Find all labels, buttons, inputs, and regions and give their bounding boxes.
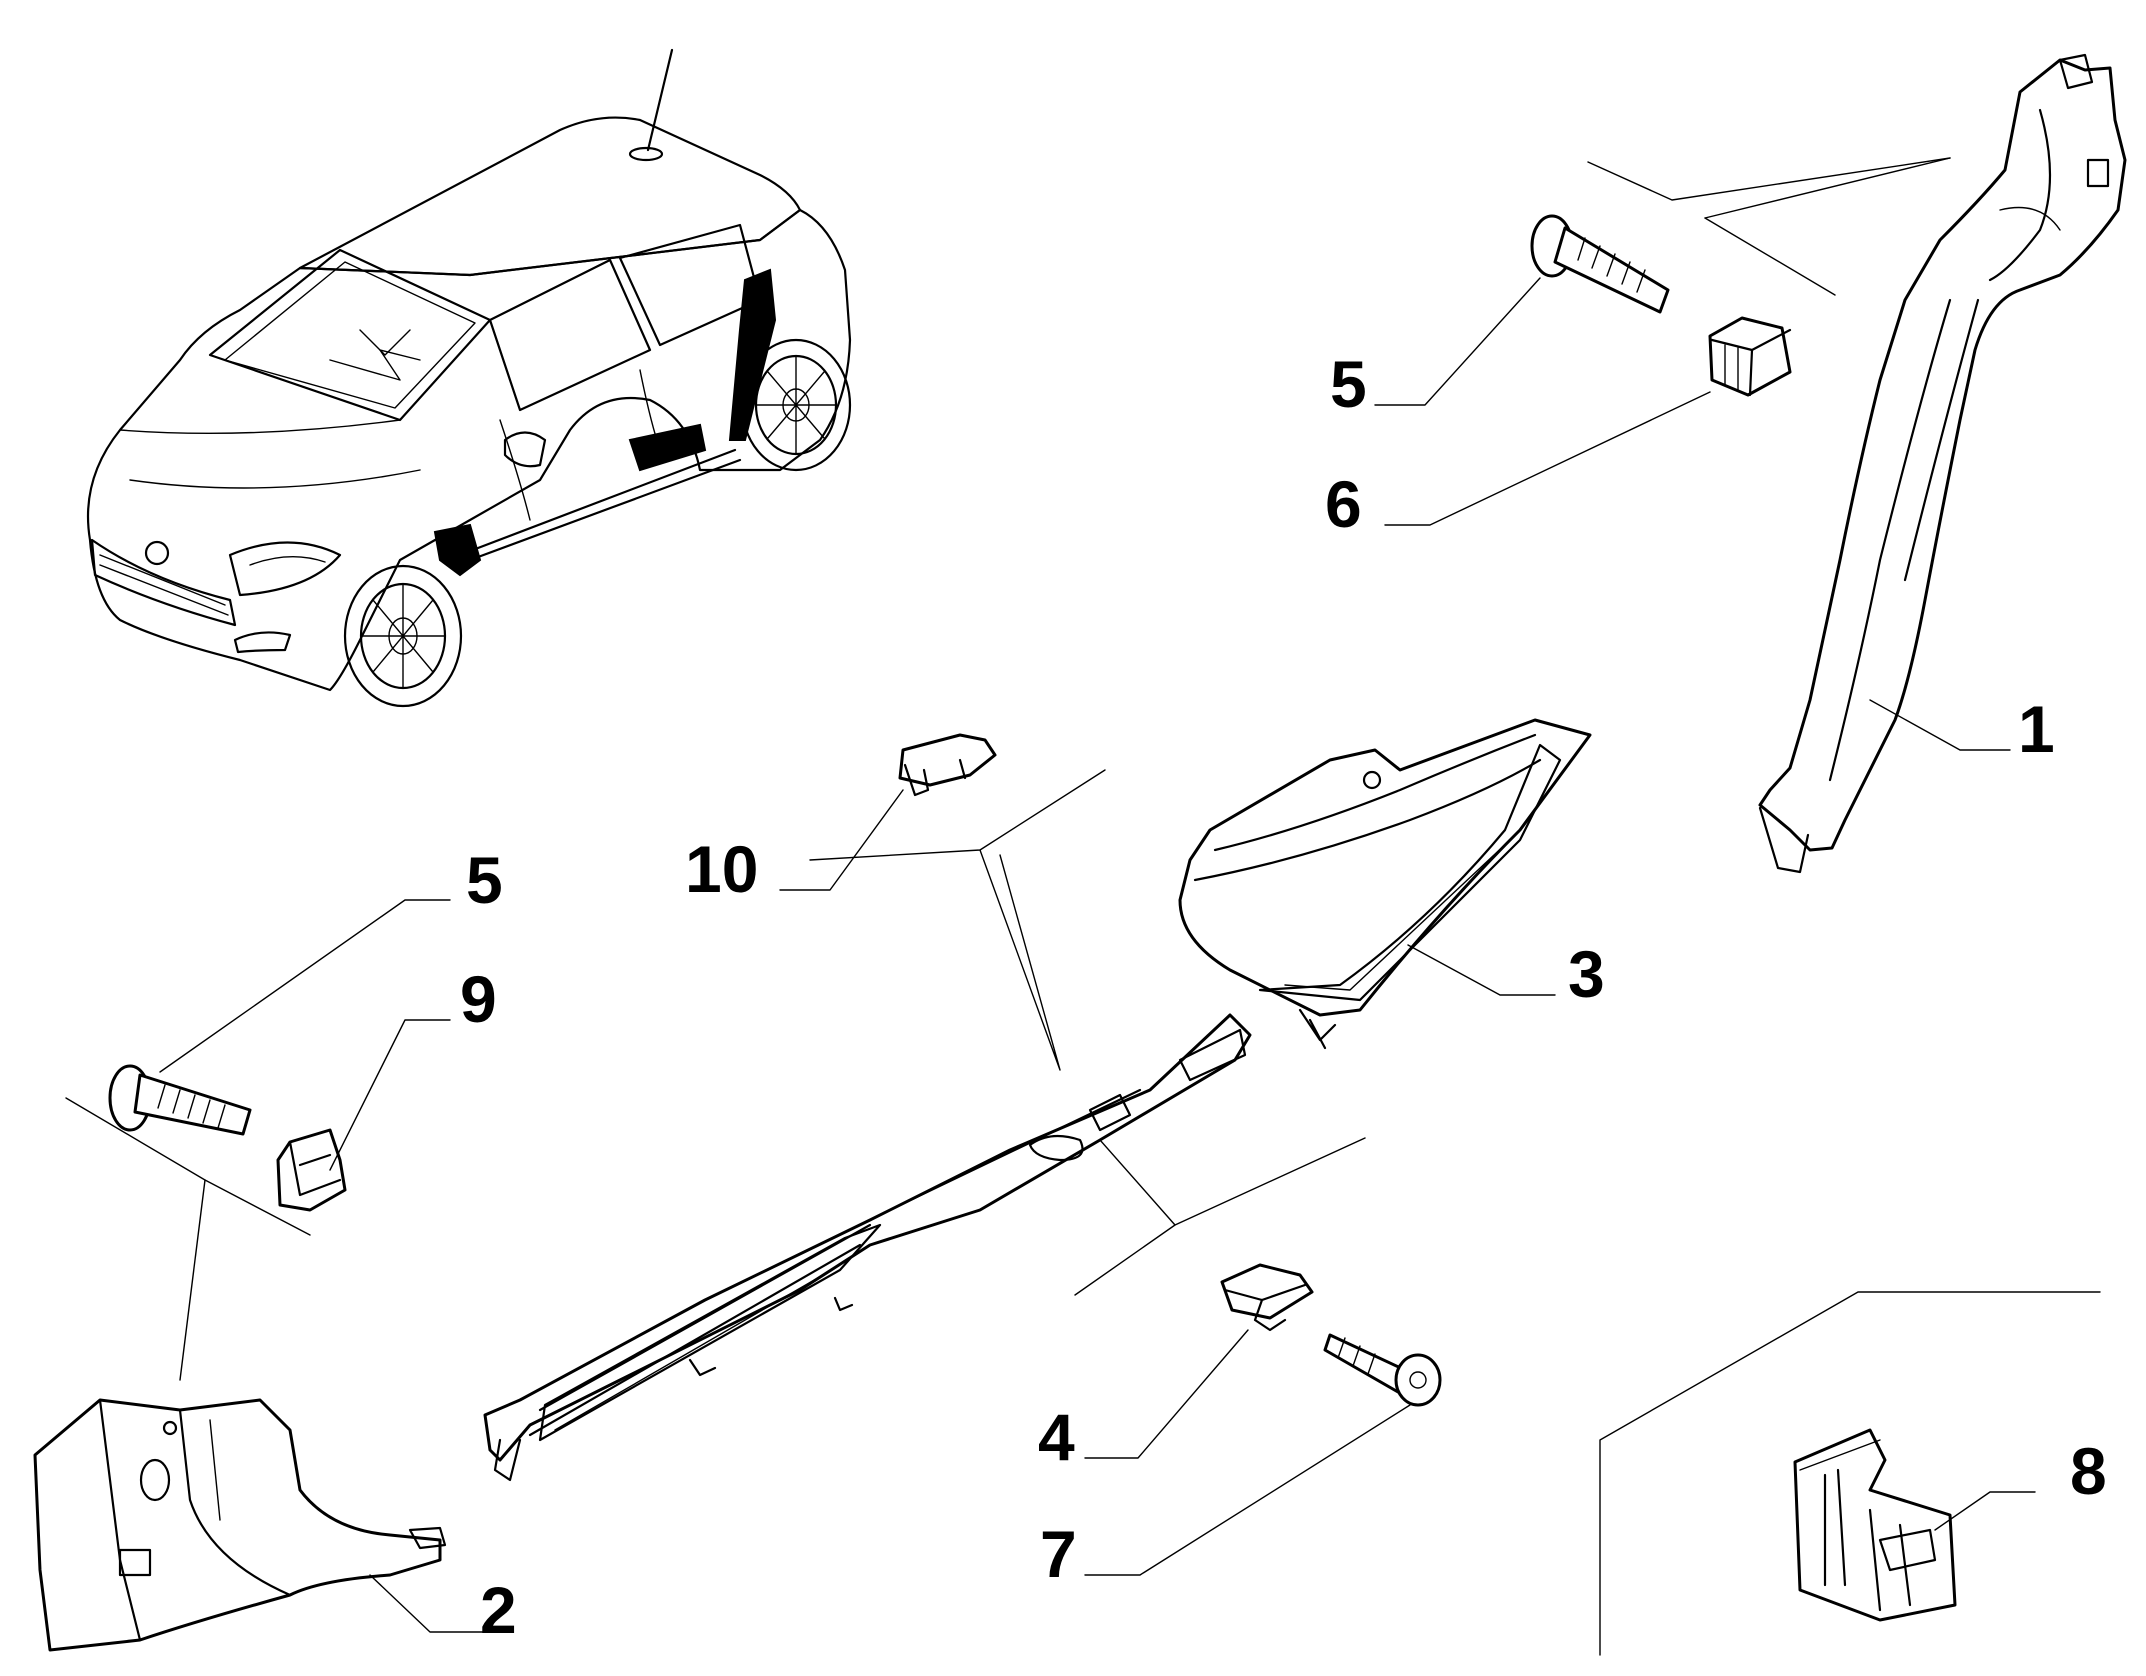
- grouping-lines: [65, 157, 2101, 1656]
- part-9-clip: [276, 1128, 347, 1212]
- part-7-screw: [1323, 1333, 1442, 1407]
- callout-5-top: 5: [1330, 347, 1367, 421]
- callout-labels: 1 2 3 4 5 5 6 7 8 9 10: [460, 347, 2107, 1647]
- part-5-screw-left: [108, 1064, 252, 1136]
- car-illustration: [86, 48, 852, 708]
- callout-7: 7: [1040, 1517, 1077, 1591]
- callout-9: 9: [460, 962, 497, 1036]
- callout-6: 6: [1325, 467, 1362, 541]
- leader-lines: [159, 277, 2036, 1633]
- part-6-clip: [1708, 316, 1792, 397]
- callout-3: 3: [1568, 937, 1605, 1011]
- part-10-clip: [898, 733, 997, 797]
- callout-10: 10: [685, 832, 758, 906]
- part-5-screw-top: [1530, 214, 1670, 314]
- callout-4: 4: [1038, 1400, 1075, 1474]
- part-1-pillar-trim: [1758, 53, 2127, 874]
- central-door-sill: [483, 1013, 1252, 1482]
- part-2-front-lower-trim: [33, 1398, 447, 1652]
- callout-8: 8: [2070, 1434, 2107, 1508]
- callout-5-left: 5: [466, 843, 503, 917]
- callout-2: 2: [480, 1573, 517, 1647]
- part-3-rear-sill-trim: [1178, 718, 1592, 1050]
- callout-1: 1: [2018, 692, 2055, 766]
- part-8-clip: [1793, 1428, 1957, 1622]
- part-4-clip: [1220, 1263, 1314, 1332]
